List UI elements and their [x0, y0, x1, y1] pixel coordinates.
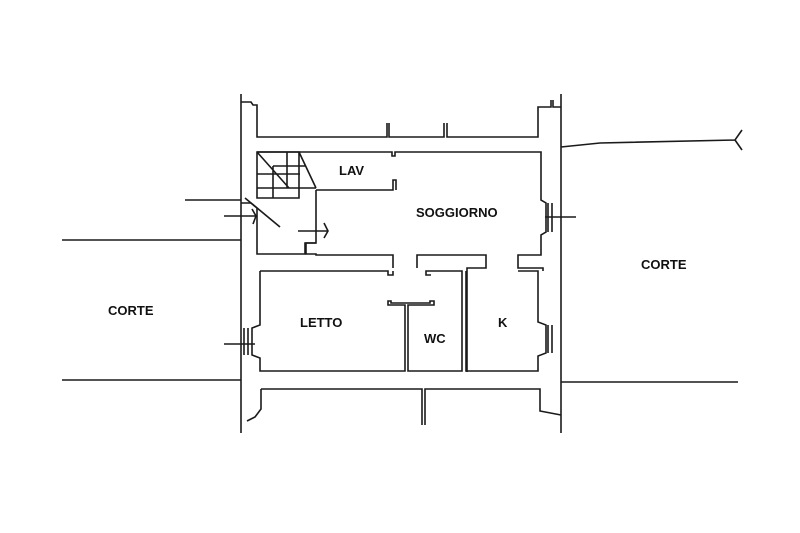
room-label-wc: WC	[424, 331, 446, 346]
soggiorno-wall	[257, 151, 547, 271]
corte-boundary	[62, 129, 743, 383]
top-wall	[241, 100, 561, 138]
window-right-bottom	[547, 325, 553, 353]
stairs	[256, 151, 317, 199]
corridor-wall	[246, 388, 562, 425]
room-label-k: K	[498, 315, 508, 330]
room-label-soggiorno: SOGGIORNO	[416, 205, 498, 220]
lav-wall	[316, 179, 397, 191]
k-wall	[465, 270, 547, 372]
entry-door-swing	[244, 197, 281, 228]
room-label-letto: LETTO	[300, 315, 343, 330]
letto-wall	[251, 270, 463, 372]
area-label-corte-right: CORTE	[641, 257, 687, 272]
room-label-lav: LAV	[339, 163, 365, 178]
entry-arrow	[224, 208, 257, 225]
area-label-corte-left: CORTE	[108, 303, 154, 318]
inner-arrow	[298, 222, 329, 239]
window-left	[224, 328, 255, 355]
window-right-top	[545, 203, 576, 232]
